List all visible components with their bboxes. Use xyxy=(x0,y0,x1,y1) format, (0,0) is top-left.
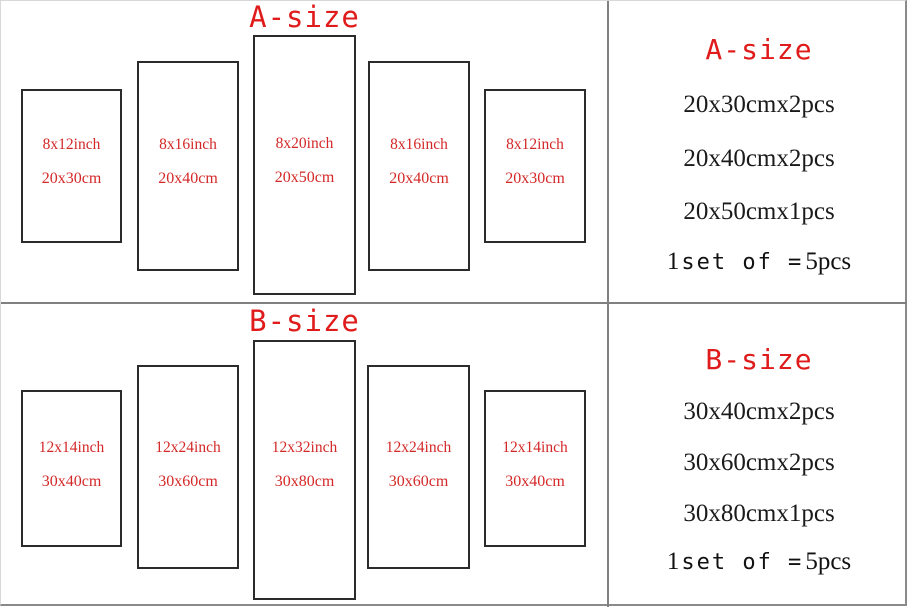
a-size-panel-3: 8x20inch 20x50cm xyxy=(253,35,356,295)
a-size-panel-4: 8x16inch 20x40cm xyxy=(368,61,470,271)
b-size-specs-title: B-size xyxy=(705,343,813,376)
a-size-panel-4-labels: 8x16inch 20x40cm xyxy=(389,136,449,187)
b-size-specs-cell: B-size 30x40cmx2pcs 30x60cmx2pcs 30x80cm… xyxy=(609,304,907,607)
b-size-spec-line-1: 30x40cmx2pcs xyxy=(683,398,835,425)
a-size-spec-line-2: 20x40cmx2pcs xyxy=(683,145,835,172)
a-size-specs-title: A-size xyxy=(705,33,813,66)
a-size-total-leading: 1 xyxy=(666,248,680,275)
a-size-total-middle: set of = xyxy=(681,250,804,275)
b-size-total-trailing: 5pcs xyxy=(805,548,852,575)
a-size-panel-3-labels: 8x20inch 20x50cm xyxy=(274,135,335,186)
horizontal-divider xyxy=(1,302,907,304)
b-size-spec-total: 1set of =5pcs xyxy=(609,549,907,575)
b-size-panel-2-labels: 12x24inch 30x60cm xyxy=(155,439,221,490)
a-size-total-trailing: 5pcs xyxy=(805,248,852,275)
b-size-panel-4: 12x24inch 30x60cm xyxy=(367,365,470,569)
b-size-spec-line-2: 30x60cmx2pcs xyxy=(683,449,835,476)
b-size-panel-5: 12x14inch 30x40cm xyxy=(484,390,586,547)
a-size-diagram-title: A-size xyxy=(249,0,360,34)
a-size-specs-cell: A-size 20x30cmx2pcs 20x40cmx2pcs 20x50cm… xyxy=(609,1,907,302)
a-size-diagram-cell: A-size 8x12inch 20x30cm 8x16inch 20x40cm… xyxy=(1,1,608,302)
b-size-panel-3-labels: 12x32inch 30x80cm xyxy=(271,439,338,490)
vertical-divider xyxy=(607,1,609,607)
a-size-panel-1: 8x12inch 20x30cm xyxy=(21,89,122,243)
b-size-panel-3: 12x32inch 30x80cm xyxy=(253,340,356,600)
b-size-panel-1-labels: 12x14inch 30x40cm xyxy=(38,439,105,490)
a-size-panel-2-labels: 8x16inch 20x40cm xyxy=(158,136,218,187)
a-size-panel-5: 8x12inch 20x30cm xyxy=(484,89,586,243)
a-size-spec-total: 1set of =5pcs xyxy=(609,249,907,275)
b-size-spec-line-3: 30x80cmx1pcs xyxy=(683,500,835,527)
b-size-total-leading: 1 xyxy=(666,548,680,575)
b-size-panel-1: 12x14inch 30x40cm xyxy=(21,390,122,547)
b-size-panel-5-labels: 12x14inch 30x40cm xyxy=(502,439,568,490)
a-size-spec-line-3: 20x50cmx1pcs xyxy=(683,198,835,225)
b-size-diagram-cell: B-size 12x14inch 30x40cm 12x24inch 30x60… xyxy=(1,304,608,607)
b-size-panel-2: 12x24inch 30x60cm xyxy=(137,365,239,569)
a-size-panel-5-labels: 8x12inch 20x30cm xyxy=(505,136,565,187)
b-size-total-middle: set of = xyxy=(681,550,804,575)
a-size-panel-2: 8x16inch 20x40cm xyxy=(137,61,239,271)
b-size-panel-4-labels: 12x24inch 30x60cm xyxy=(385,439,452,490)
a-size-spec-line-1: 20x30cmx2pcs xyxy=(683,91,835,118)
a-size-panel-1-labels: 8x12inch 20x30cm xyxy=(41,136,102,187)
b-size-diagram-title: B-size xyxy=(249,304,360,338)
